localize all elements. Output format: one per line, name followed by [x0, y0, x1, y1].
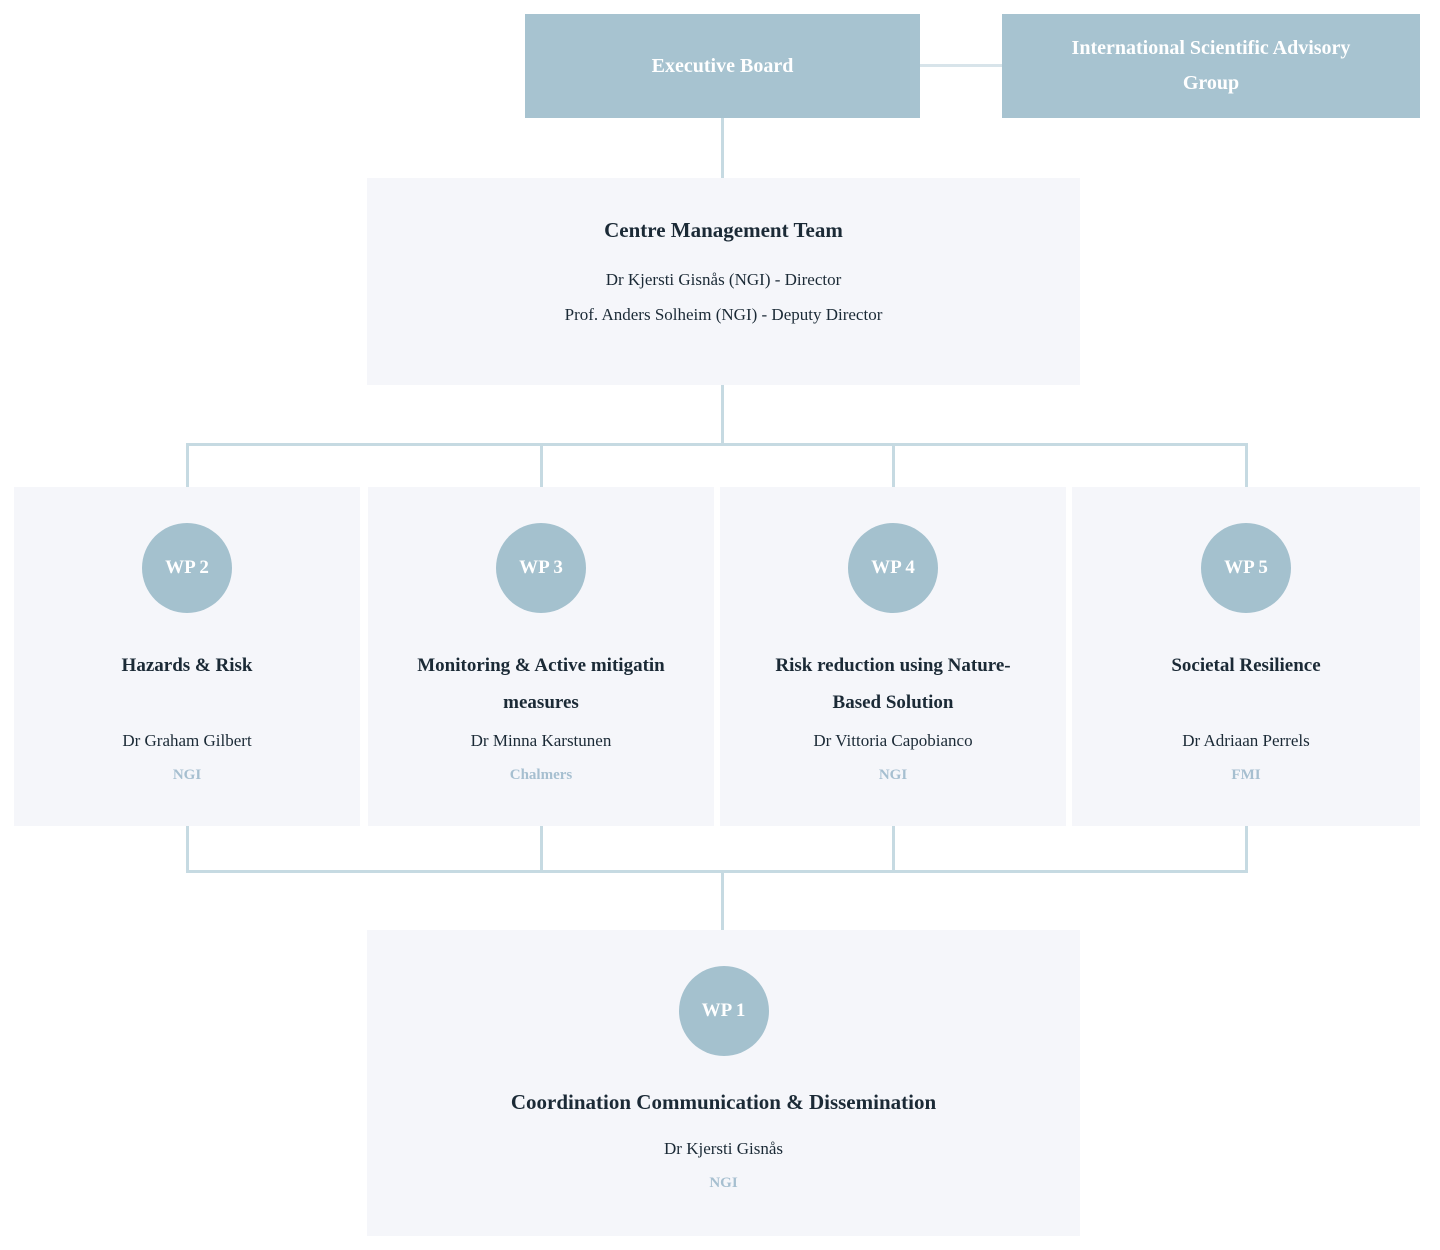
connector-rise-wp5 [1245, 826, 1248, 870]
wp1-card: WP 1 Coordination Communication & Dissem… [367, 930, 1080, 1236]
connector-drop-wp5 [1245, 443, 1248, 487]
advisory-group-box: International Scientific Advisory Group [1002, 14, 1420, 118]
wp3-badge: WP 3 [496, 523, 586, 613]
connector-down-to-wp1 [721, 870, 724, 930]
connector-rise-wp2 [186, 826, 189, 870]
wp4-title: Risk reduction using Nature-Based Soluti… [775, 655, 1011, 713]
executive-board-box: Executive Board [525, 14, 920, 118]
connector-management-down [721, 385, 724, 443]
wp3-affiliation: Chalmers [509, 767, 573, 783]
connector-wp-row-bottom-horizontal [186, 870, 1248, 873]
connector-rise-wp3 [540, 826, 543, 870]
wp2-badge: WP 2 [142, 523, 232, 613]
wp5-card: WP 5 Societal Resilience Dr Adriaan Perr… [1072, 487, 1420, 826]
wp4-card: WP 4 Risk reduction using Nature-Based S… [720, 487, 1066, 826]
wp5-badge: WP 5 [1201, 523, 1291, 613]
wp2-title: Hazards & Risk [121, 655, 253, 676]
advisory-group-label: International Scientific Advisory Group [1071, 37, 1351, 94]
wp4-badge: WP 4 [848, 523, 938, 613]
wp1-affiliation: NGI [709, 1175, 738, 1191]
management-member: Dr Kjersti Gisnås (NGI) - Director [605, 270, 842, 289]
wp5-lead: Dr Adriaan Perrels [1182, 731, 1310, 750]
connector-drop-wp2 [186, 443, 189, 487]
wp2-affiliation: NGI [172, 767, 202, 783]
wp3-lead: Dr Minna Karstunen [470, 731, 612, 750]
connector-exec-to-management [721, 118, 724, 178]
wp2-card: WP 2 Hazards & Risk Dr Graham Gilbert NG… [14, 487, 360, 826]
centre-management-panel: Centre Management Team Dr Kjersti Gisnås… [367, 178, 1080, 385]
wp1-lead: Dr Kjersti Gisnås [664, 1139, 783, 1158]
wp3-card: WP 3 Monitoring & Active mitigatin measu… [368, 487, 714, 826]
wp5-affiliation: FMI [1231, 767, 1261, 783]
wp1-title: Coordination Communication & Disseminati… [510, 1090, 937, 1114]
connector-wp-row-top-horizontal [186, 443, 1248, 446]
wp4-affiliation: NGI [878, 767, 908, 783]
management-member: Prof. Anders Solheim (NGI) - Deputy Dire… [564, 305, 883, 324]
management-title: Centre Management Team [604, 218, 843, 242]
wp3-title: Monitoring & Active mitigatin measures [417, 655, 665, 713]
connector-drop-wp4 [892, 443, 895, 487]
wp5-title: Societal Resilience [1171, 655, 1321, 676]
wp4-lead: Dr Vittoria Capobianco [813, 731, 973, 750]
wp1-badge: WP 1 [678, 966, 769, 1056]
executive-board-label: Executive Board [651, 54, 794, 77]
wp2-lead: Dr Graham Gilbert [122, 731, 252, 750]
connector-exec-to-advisory [920, 64, 1002, 67]
connector-rise-wp4 [892, 826, 895, 870]
connector-drop-wp3 [540, 443, 543, 487]
